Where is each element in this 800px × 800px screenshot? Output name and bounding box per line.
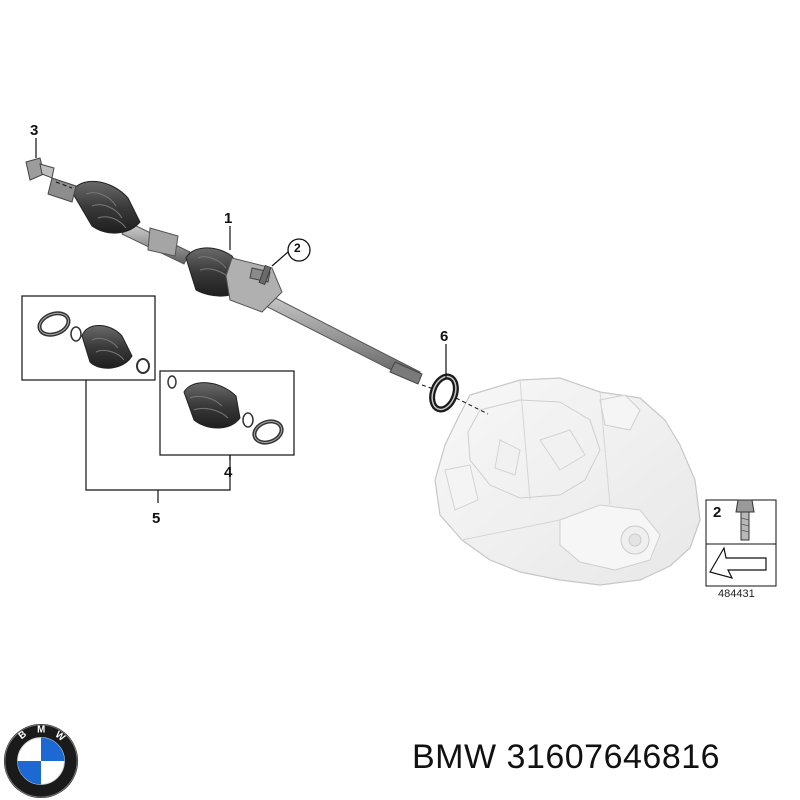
caption-part-number: 31607646816 — [506, 738, 721, 776]
logo-letter-m: M — [37, 725, 45, 736]
transmission-housing — [434, 377, 701, 586]
bmw-logo: B M W — [3, 723, 79, 799]
callout-5: 5 — [152, 510, 161, 527]
inset-bolt-icon — [735, 499, 755, 541]
inset-box — [705, 499, 777, 587]
callout-3: 3 — [30, 122, 39, 139]
callout-1: 1 — [224, 210, 233, 227]
boot-kit-box-inner — [159, 370, 295, 456]
inset-part-number: 2 — [713, 504, 722, 521]
callout-6: 6 — [440, 328, 449, 345]
callout-circle-2 — [287, 238, 311, 262]
reference-code: 484431 — [718, 588, 755, 600]
group-bracket — [85, 380, 231, 503]
boot-kit-box-outer — [21, 295, 156, 381]
part-caption: BMW 31607646816 — [412, 738, 720, 777]
seal-ring-part — [421, 373, 489, 415]
callout-4: 4 — [224, 464, 233, 481]
inset-arrow-icon — [709, 546, 767, 579]
callout-2: 2 — [294, 241, 301, 255]
leader-lines — [35, 138, 447, 378]
outer-bolt-part — [25, 157, 73, 189]
caption-brand: BMW — [412, 738, 497, 776]
drive-shaft — [47, 177, 423, 385]
